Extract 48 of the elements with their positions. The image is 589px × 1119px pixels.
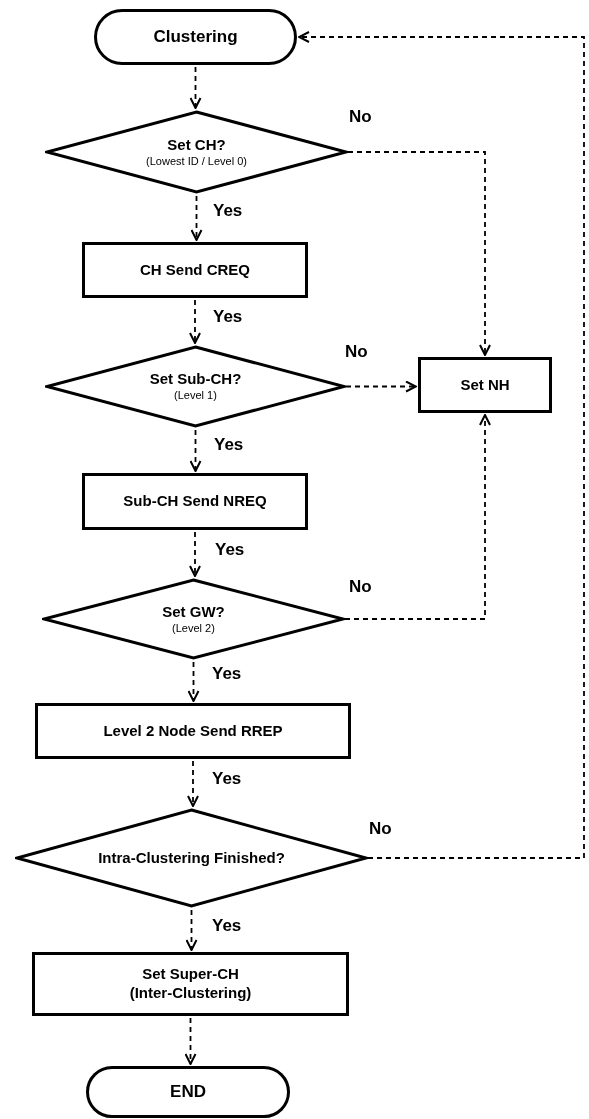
- process-box: [82, 473, 308, 530]
- node-label: Set Sub-CH?: [149, 370, 242, 389]
- arrow: [189, 429, 202, 472]
- arrow: [189, 531, 201, 577]
- edge-label: No: [348, 578, 373, 595]
- node-label: Sub-CH Send NREQ: [123, 492, 267, 511]
- node-label: Clustering: [153, 26, 238, 48]
- node-label: Set CH?: [167, 135, 226, 155]
- decision-diamond: [15, 808, 368, 908]
- arrow: [347, 151, 491, 356]
- edge-label: No: [344, 343, 369, 360]
- node-label: (Inter-Clustering): [129, 984, 252, 1003]
- edge-label: Yes: [212, 202, 244, 219]
- arrow: [344, 414, 491, 620]
- edge-label: Yes: [211, 770, 243, 787]
- arrow: [187, 661, 200, 702]
- edge-label: No: [368, 820, 393, 837]
- edge-label: Yes: [212, 308, 244, 325]
- arrow: [189, 299, 201, 344]
- arrow: [187, 760, 199, 807]
- decision-diamond: [45, 345, 346, 428]
- node-subtitle: (Lowest ID / Level 0): [146, 154, 247, 169]
- node-label: CH Send CREQ: [140, 260, 250, 280]
- edge-label: No: [348, 108, 373, 125]
- node-subtitle: (Level 2): [172, 621, 215, 636]
- process-box: [418, 357, 552, 413]
- arrow: [190, 195, 203, 241]
- arrow: [345, 380, 417, 393]
- node-subtitle: (Level 1): [174, 389, 217, 403]
- edge-label: Yes: [214, 541, 246, 558]
- node-label: Set Super-CH: [142, 965, 239, 984]
- node-label: Level 2 Node Send RREP: [103, 721, 283, 741]
- process-box: [82, 242, 308, 298]
- edge-label: Yes: [213, 436, 245, 453]
- decision-diamond: [45, 110, 348, 194]
- process-box: [32, 952, 349, 1016]
- node-label: Set GW?: [162, 602, 225, 622]
- decision-diamond: [42, 578, 345, 660]
- process-box: [35, 703, 351, 759]
- node-label: END: [170, 1081, 206, 1103]
- arrow: [189, 66, 202, 109]
- node-label: Intra-Clustering Finished?: [98, 848, 285, 868]
- arrow: [298, 31, 585, 859]
- arrow: [185, 909, 198, 951]
- edge-label: Yes: [211, 917, 243, 934]
- node-label: Set NH: [460, 375, 510, 395]
- edge-label: Yes: [211, 665, 243, 682]
- arrow: [184, 1017, 197, 1065]
